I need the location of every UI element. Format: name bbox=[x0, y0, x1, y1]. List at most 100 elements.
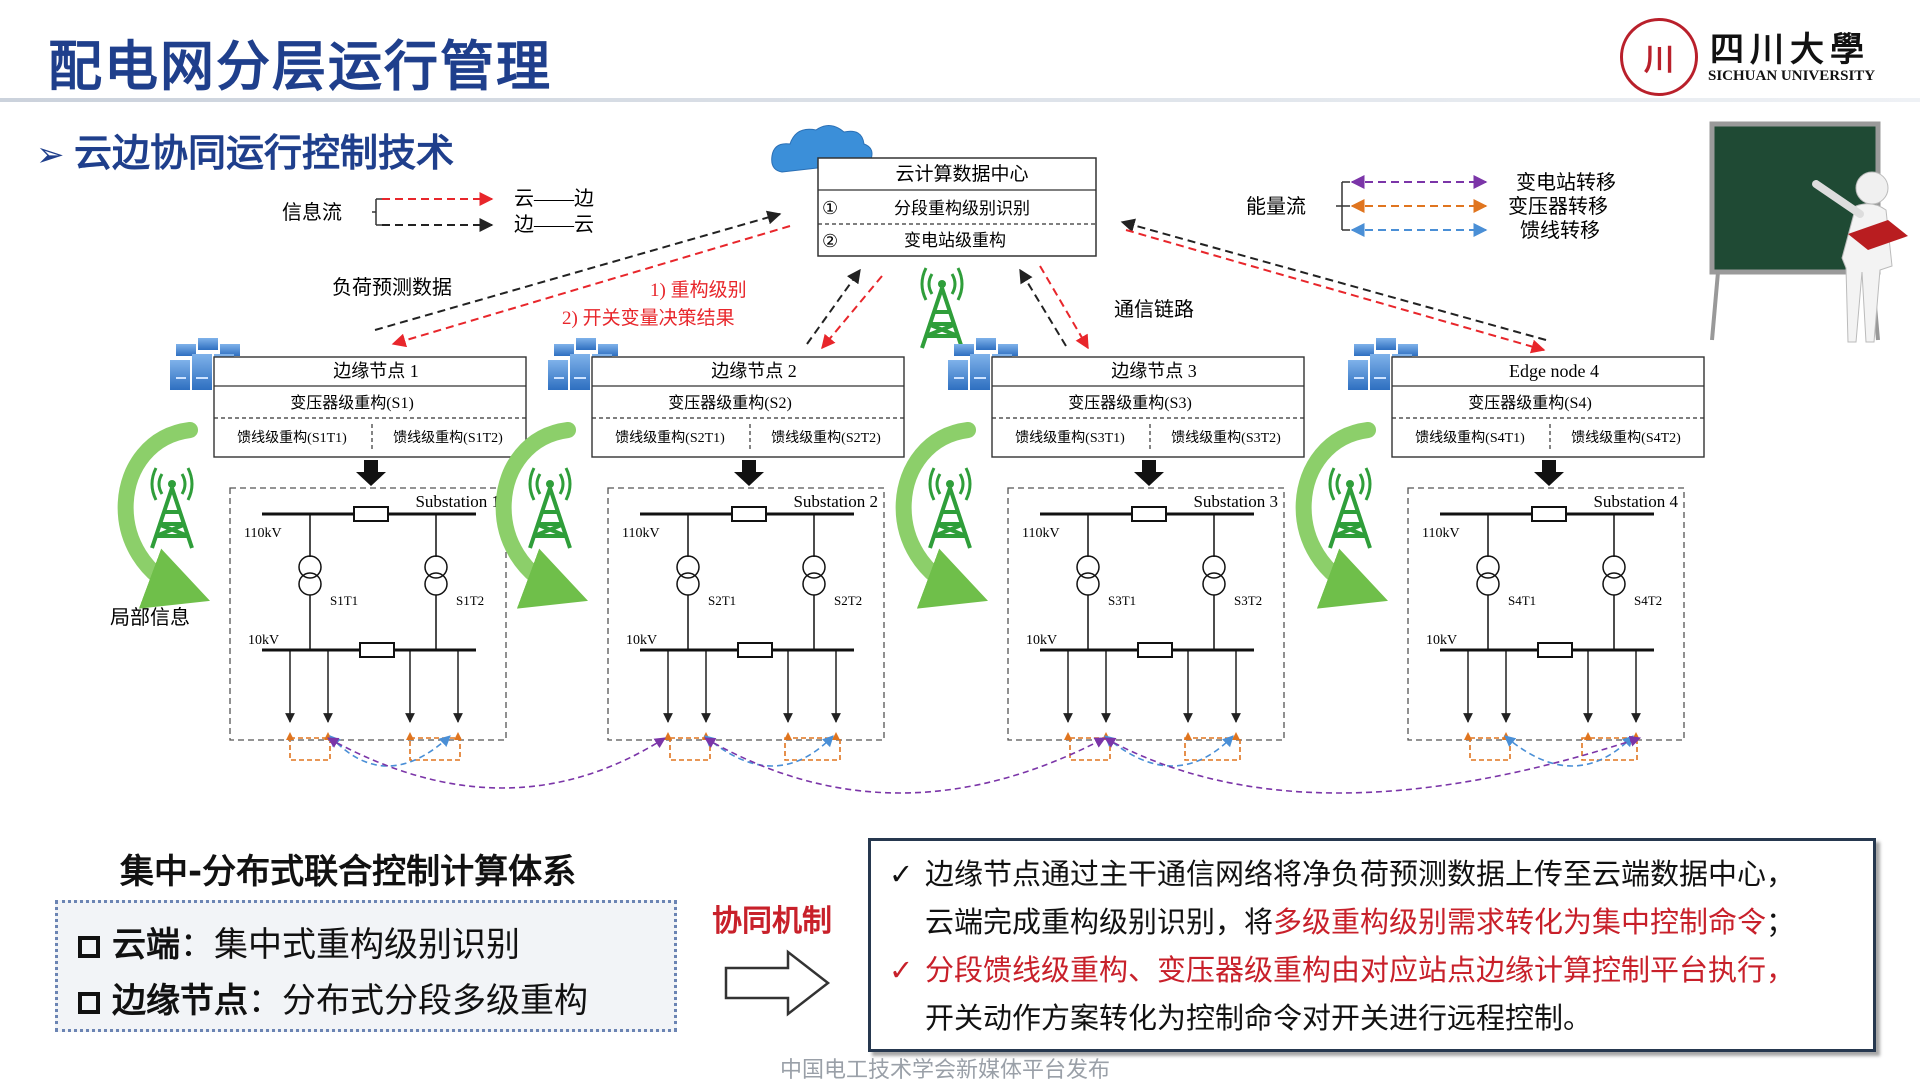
edge-node-1: 边缘节点 1变压器级重构(S1)馈线级重构(S1T1)馈线级重构(S1T2)Su… bbox=[117, 337, 527, 741]
check-icon: ✓ bbox=[889, 857, 914, 891]
local-info-arrow-icon bbox=[117, 422, 210, 609]
energy-item-substation: 变电站转移 bbox=[1516, 171, 1616, 194]
down-arrow-icon bbox=[734, 460, 764, 486]
cloud-item-2-num: ② bbox=[822, 231, 838, 251]
local-info-arrow-icon bbox=[495, 422, 588, 609]
section-subtitle: ➢云边协同运行控制技术 bbox=[36, 122, 454, 177]
load-forecast-label: 负荷预测数据 bbox=[332, 276, 452, 299]
mechanism-line-4-text: 开关动作方案转化为控制命令对开关进行远程控制。 bbox=[925, 1001, 1593, 1035]
mechanism-label: 协同机制 bbox=[712, 904, 832, 939]
page-title: 配电网分层运行管理 bbox=[48, 35, 552, 98]
right-arrow-icon bbox=[724, 949, 831, 1017]
hv-breaker bbox=[731, 506, 767, 522]
cloud-item-1: 分段重构级别识别 bbox=[894, 199, 1030, 218]
edge-node-3: 边缘节点 3变压器级重构(S3)馈线级重构(S3T1)馈线级重构(S3T2)Su… bbox=[895, 337, 1305, 741]
down-arrow-icon bbox=[356, 460, 386, 486]
communication-links: 负荷预测数据 1) 重构级别 2) 开关变量决策结果 通信链路 局部信息 bbox=[110, 210, 1547, 629]
edge-node-title: 边缘节点 3 bbox=[1111, 361, 1197, 381]
hv-bus-label: 110kV bbox=[622, 526, 660, 541]
energy-flow-legend: 能量流 变电站转移 变压器转移 馈线转移 bbox=[1246, 171, 1616, 242]
energy-transfer-arcs bbox=[289, 735, 1642, 794]
transformer-icon bbox=[1202, 555, 1226, 579]
signal-tower-icon bbox=[150, 466, 194, 550]
transformer-level-label: 变压器级重构(S2) bbox=[668, 394, 792, 412]
check-icon: ✓ bbox=[889, 953, 914, 987]
info-flow-legend: 信息流 云——边 边——云 bbox=[282, 187, 594, 236]
cloud-item-1-num: ① bbox=[822, 198, 838, 218]
edge-node-2: 边缘节点 2变压器级重构(S2)馈线级重构(S2T1)馈线级重构(S2T2)Su… bbox=[495, 337, 905, 741]
mechanism-line-4: 开关动作方案转化为控制命令对开关进行远程控制。 bbox=[889, 995, 1592, 1037]
title-divider bbox=[0, 98, 1920, 102]
substation-label: Substation 3 bbox=[1193, 492, 1278, 511]
transformer-level-label: 变压器级重构(S1) bbox=[290, 394, 414, 412]
bullet-arrow-icon: ➢ bbox=[36, 135, 65, 175]
transformer-label: S2T2 bbox=[834, 593, 862, 608]
teacher-board-icon bbox=[1709, 121, 1908, 343]
signal-tower-icon bbox=[1328, 466, 1372, 550]
transformer-label: S3T1 bbox=[1108, 593, 1136, 608]
transformer-level-label: 变压器级重构(S3) bbox=[1068, 394, 1192, 412]
mechanism-line-2a: 云端完成重构级别识别，将 bbox=[925, 905, 1274, 939]
instruction-level: 1) 重构级别 bbox=[650, 279, 747, 301]
local-info-label: 局部信息 bbox=[110, 606, 190, 629]
hv-breaker bbox=[353, 506, 389, 522]
lv-breaker bbox=[737, 642, 773, 658]
control-system-box: 云端：集中式重构级别识别 边缘节点：分布式分段多级重构 bbox=[55, 900, 677, 1032]
mechanism-line-2-highlight: 多级重构级别需求转化为集中控制命令 bbox=[1273, 905, 1767, 939]
system-item-edge: 边缘节点：分布式分段多级重构 bbox=[78, 973, 588, 1022]
system-item-edge-key: 边缘节点 bbox=[112, 981, 248, 1021]
edge-node-title: Edge node 4 bbox=[1509, 361, 1599, 381]
down-arrow-icon bbox=[1134, 460, 1164, 486]
substation-label: Substation 1 bbox=[415, 492, 500, 511]
feeder-level-label-2: 馈线级重构(S4T2) bbox=[1571, 430, 1681, 446]
university-seal-icon: 川 bbox=[1620, 18, 1698, 96]
info-flow-label: 信息流 bbox=[282, 201, 342, 224]
info-item-cloud-edge: 云——边 bbox=[514, 187, 594, 210]
lv-bus-label: 10kV bbox=[1026, 633, 1057, 648]
square-bullet-icon bbox=[78, 992, 100, 1014]
mechanism-line-2: 云端完成重构级别识别，将多级重构级别需求转化为集中控制命令； bbox=[889, 899, 1795, 941]
transformer-icon bbox=[298, 555, 322, 579]
transformer-icon bbox=[1076, 555, 1100, 579]
feeder-level-label-1: 馈线级重构(S1T1) bbox=[237, 430, 347, 446]
transformer-icon bbox=[1602, 555, 1626, 579]
lv-breaker bbox=[359, 642, 395, 658]
mechanism-description-box: ✓边缘节点通过主干通信网络将净负荷预测数据上传至云端数据中心， 云端完成重构级别… bbox=[868, 838, 1876, 1052]
comm-link-label: 通信链路 bbox=[1114, 298, 1194, 321]
lv-bus-label: 10kV bbox=[626, 633, 657, 648]
edge-node-title: 边缘节点 2 bbox=[711, 361, 797, 381]
logo-english-name: SICHUAN UNIVERSITY bbox=[1708, 68, 1876, 84]
transformer-label: S2T1 bbox=[708, 593, 736, 608]
edge-nodes: 边缘节点 1变压器级重构(S1)馈线级重构(S1T1)馈线级重构(S1T2)Su… bbox=[117, 337, 1705, 741]
edge-node-4: Edge node 4变压器级重构(S4)馈线级重构(S4T1)馈线级重构(S4… bbox=[1295, 337, 1705, 741]
substation-label: Substation 4 bbox=[1593, 492, 1678, 511]
system-item-cloud-value: ：集中式重构级别识别 bbox=[180, 925, 520, 965]
feeder-level-label-2: 馈线级重构(S1T2) bbox=[393, 430, 503, 446]
feeder-level-label-1: 馈线级重构(S4T1) bbox=[1415, 430, 1525, 446]
mechanism-line-2c: ； bbox=[1766, 905, 1796, 939]
signal-tower-icon bbox=[928, 466, 972, 550]
lv-breaker bbox=[1137, 642, 1173, 658]
transformer-icon bbox=[424, 555, 448, 579]
system-item-cloud: 云端：集中式重构级别识别 bbox=[78, 917, 520, 966]
square-bullet-icon bbox=[78, 936, 100, 958]
lv-breaker bbox=[1537, 642, 1573, 658]
hv-breaker bbox=[1131, 506, 1167, 522]
energy-item-feeder: 馈线转移 bbox=[1520, 219, 1600, 242]
transformer-label: S4T1 bbox=[1508, 593, 1536, 608]
transformer-label: S1T2 bbox=[456, 593, 484, 608]
lv-bus-label: 10kV bbox=[1426, 633, 1457, 648]
transformer-icon bbox=[676, 555, 700, 579]
signal-tower-icon bbox=[528, 466, 572, 550]
feeder-level-label-1: 馈线级重构(S2T1) bbox=[615, 430, 725, 446]
feeder-level-label-2: 馈线级重构(S3T2) bbox=[1171, 430, 1281, 446]
mechanism-line-3-text: 分段馈线级重构、变压器级重构由对应站点边缘计算控制平台执行， bbox=[925, 953, 1796, 987]
transformer-icon bbox=[802, 555, 826, 579]
subtitle-text: 云边协同运行控制技术 bbox=[74, 131, 455, 175]
mechanism-line-1: ✓边缘节点通过主干通信网络将净负荷预测数据上传至云端数据中心， bbox=[889, 851, 1795, 893]
energy-flow-label: 能量流 bbox=[1246, 195, 1306, 218]
energy-item-transformer: 变压器转移 bbox=[1508, 195, 1608, 218]
cloud-edge-diagram: 云计算数据中心 ① 分段重构级别识别 ② 变电站级重构 信息流 云——边 边——… bbox=[110, 121, 1908, 794]
system-title: 集中-分布式联合控制计算体系 bbox=[120, 852, 577, 892]
system-item-edge-value: ：分布式分段多级重构 bbox=[248, 981, 588, 1021]
